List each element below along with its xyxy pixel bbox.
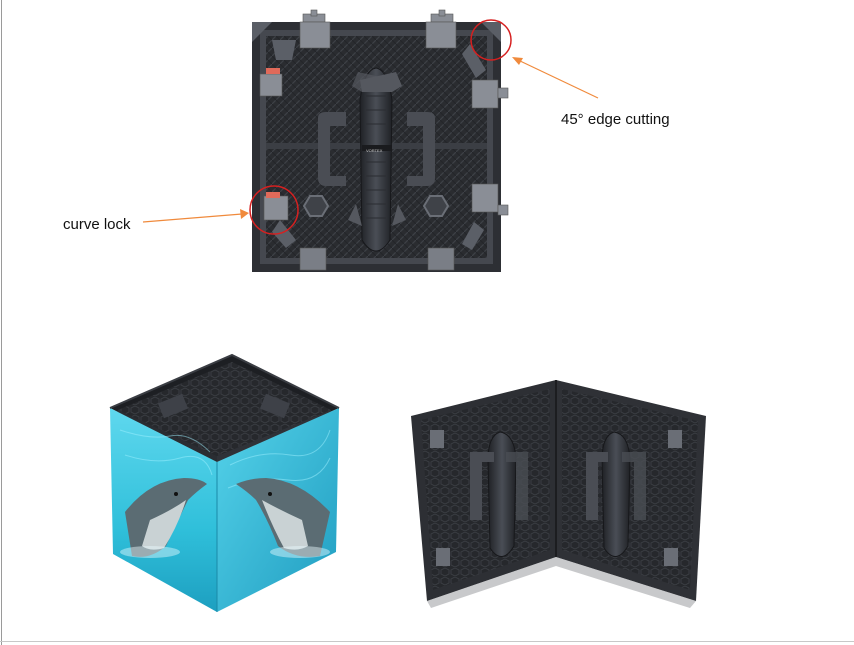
curve-lock-arrow-line bbox=[142, 213, 243, 223]
edge-cutting-arrowhead bbox=[512, 57, 523, 65]
left-margin-rule bbox=[1, 0, 2, 645]
curve-lock-label: curve lock bbox=[63, 216, 131, 233]
panel-brand-text: VORTEX bbox=[366, 148, 383, 153]
edge-cutting-callout bbox=[470, 19, 599, 99]
edge-cutting-highlight-circle bbox=[470, 19, 512, 61]
curve-lock-callout bbox=[142, 185, 299, 235]
led-cube bbox=[109, 353, 340, 612]
edge-cutting-label: 45° edge cutting bbox=[561, 111, 670, 128]
cabinet-back: VORTEX bbox=[252, 9, 509, 272]
curve-lock-highlight-circle bbox=[249, 185, 299, 235]
edge-cutting-arrow-line bbox=[517, 59, 599, 99]
bottom-margin-rule bbox=[0, 641, 854, 642]
folded-panels bbox=[411, 380, 706, 608]
curve-lock-arrowhead bbox=[240, 209, 249, 219]
